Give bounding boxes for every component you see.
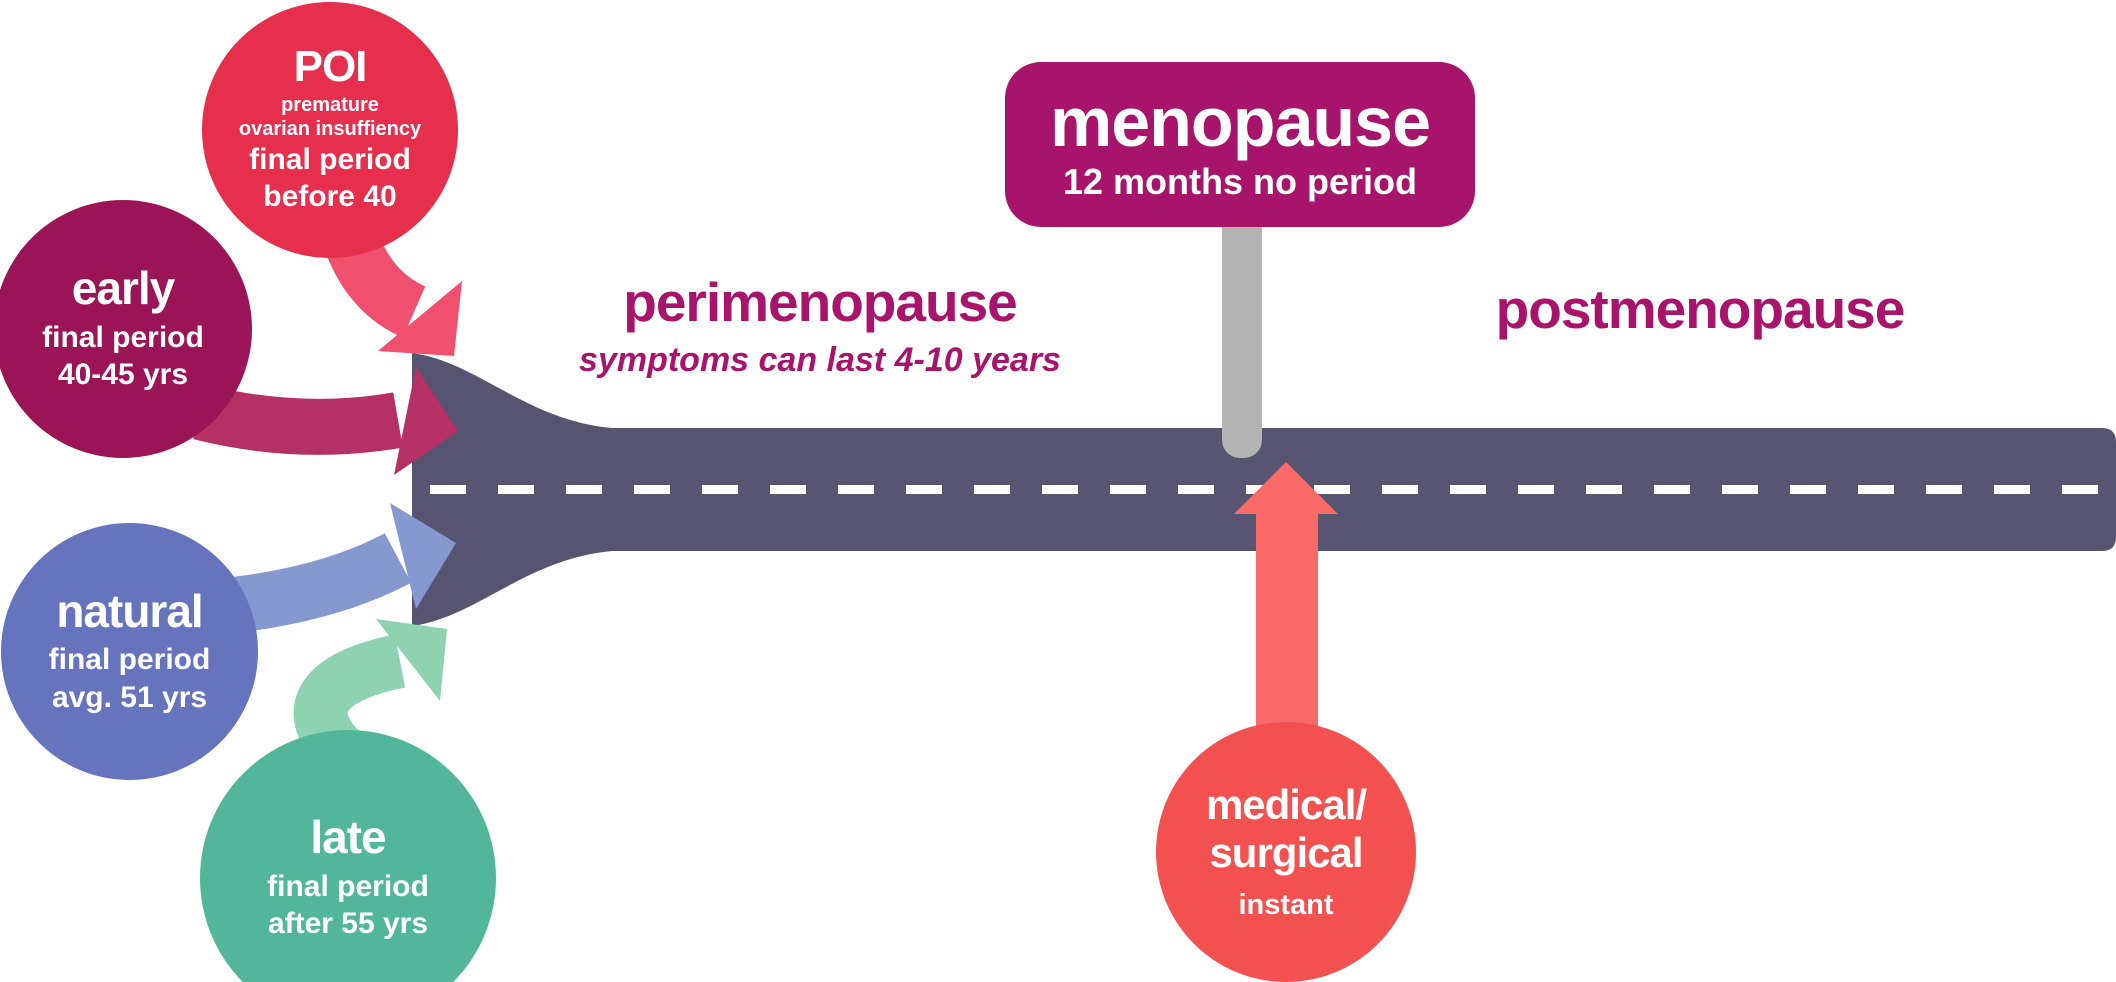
postmenopause-label: postmenopause	[1495, 278, 1906, 340]
perimenopause-label: perimenopause	[623, 271, 1018, 333]
natural-detail: final period	[48, 643, 211, 677]
poi-arrowhead	[378, 281, 462, 356]
poi-subtitle: ovarian insuffiency	[238, 117, 422, 140]
late-detail: after 55 yrs	[267, 907, 429, 941]
natural-detail: avg. 51 yrs	[51, 680, 208, 714]
early-title: early	[71, 262, 175, 315]
early-arrowhead	[394, 367, 458, 475]
early-detail: 40-45 yrs	[57, 358, 189, 392]
sign-post	[1222, 185, 1262, 458]
early-bubble: early final period 40-45 yrs	[0, 200, 252, 458]
menopause-sign-title: menopause	[1050, 82, 1431, 161]
late-bubble: late final period after 55 yrs	[200, 730, 496, 982]
medical-surgical-bubble: medical/ surgical instant	[1156, 722, 1416, 982]
medical-surgical-arrow	[1234, 462, 1338, 770]
poi-detail: final period	[249, 142, 411, 176]
poi-bubble: POI premature ovarian insuffiency final …	[202, 2, 458, 258]
natural-title: natural	[56, 584, 203, 637]
medical-surgical-title: medical/	[1205, 780, 1367, 828]
menopause-sign: menopause 12 months no period	[1005, 62, 1475, 227]
medical-surgical-note: instant	[1238, 889, 1334, 922]
natural-bubble: natural final period avg. 51 yrs	[1, 523, 258, 780]
early-detail: final period	[42, 320, 204, 354]
perimenopause-stage: perimenopause symptoms can last 4-10 yea…	[575, 271, 1065, 380]
late-title: late	[310, 811, 386, 864]
poi-detail: before 40	[263, 180, 397, 214]
medical-surgical-title: surgical	[1209, 828, 1363, 876]
late-arrowhead	[376, 619, 447, 701]
late-detail: final period	[267, 869, 429, 903]
natural-arrowhead	[390, 503, 456, 609]
poi-subtitle: premature	[281, 93, 379, 116]
early-arrow	[193, 384, 403, 455]
postmenopause-stage: postmenopause	[1455, 278, 1945, 340]
poi-title: POI	[293, 42, 368, 92]
menopause-sign-subtitle: 12 months no period	[1062, 160, 1418, 202]
perimenopause-note: symptoms can last 4-10 years	[579, 340, 1061, 379]
